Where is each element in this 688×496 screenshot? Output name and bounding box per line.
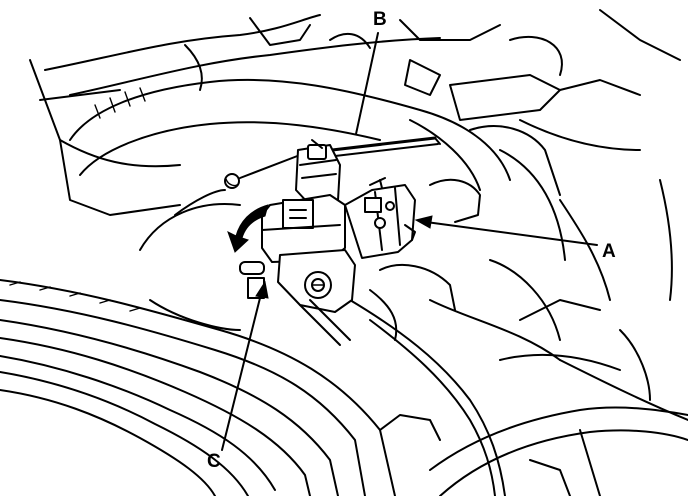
callout-label-a: A xyxy=(602,241,616,262)
callout-leaders xyxy=(221,32,598,451)
callout-label-b: B xyxy=(373,9,387,30)
cable-b xyxy=(313,136,441,159)
spring-clip xyxy=(224,154,301,189)
actuator-assembly xyxy=(239,139,416,346)
background-structures xyxy=(0,9,688,496)
rotation-arrow xyxy=(227,204,269,253)
callout-label-c: C xyxy=(207,451,221,472)
